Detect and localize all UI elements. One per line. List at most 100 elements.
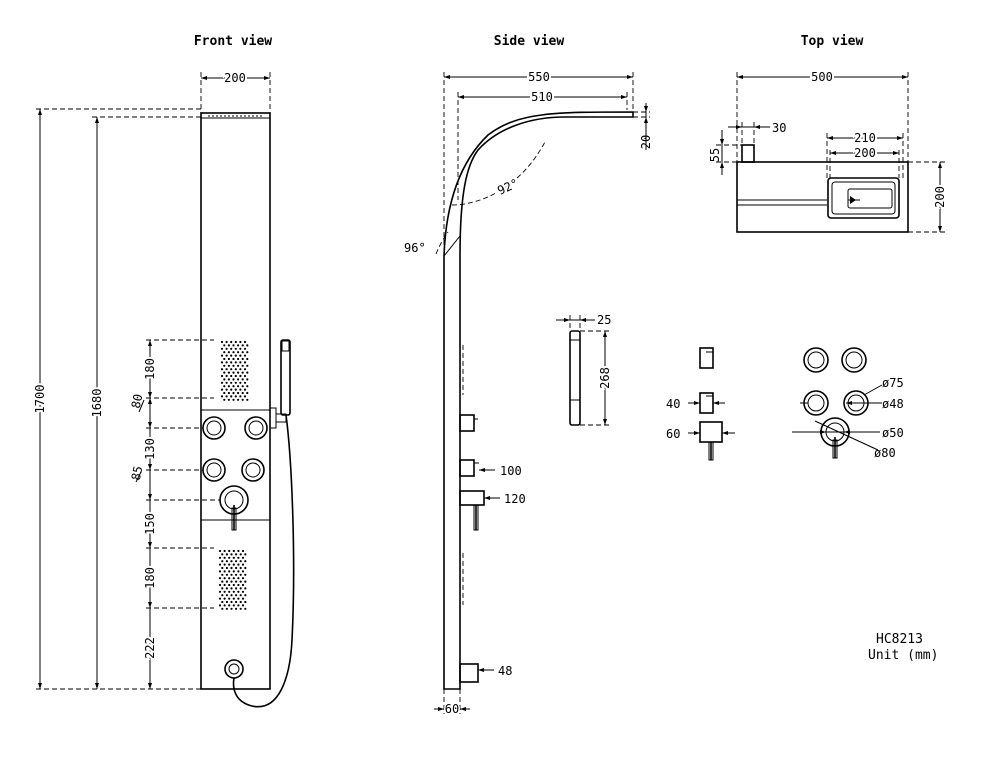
jet-nozzle bbox=[220, 395, 224, 398]
jet-nozzle bbox=[243, 340, 247, 344]
jet-nozzle bbox=[228, 577, 231, 580]
jet-nozzle bbox=[232, 590, 235, 593]
diverter-knob-right bbox=[244, 416, 268, 440]
jet-nozzle bbox=[220, 374, 224, 378]
jet-nozzle bbox=[239, 368, 242, 371]
jet-nozzle bbox=[241, 391, 244, 395]
side-knob-lower bbox=[459, 459, 475, 477]
jet-nozzle bbox=[225, 368, 228, 371]
dim-upper-jets: 180 bbox=[143, 358, 157, 380]
jet-nozzle bbox=[244, 553, 247, 556]
jet-nozzle bbox=[241, 357, 244, 361]
jet-nozzle bbox=[243, 381, 247, 384]
jet-nozzle bbox=[241, 549, 245, 553]
top-head-outline bbox=[736, 161, 909, 233]
diverter-knob-left bbox=[202, 416, 226, 440]
jet-nozzle bbox=[218, 570, 222, 573]
dim-upper-gap: 80 bbox=[129, 393, 146, 410]
jet-nozzle bbox=[239, 594, 242, 597]
jet-nozzle bbox=[230, 607, 233, 610]
dim-lower-gap: 85 bbox=[129, 465, 146, 482]
jet-nozzle bbox=[235, 560, 238, 563]
jet-nozzle bbox=[239, 354, 242, 357]
jet-nozzle bbox=[230, 361, 233, 364]
dim-rosette-outer: ø75 bbox=[882, 376, 904, 390]
knob-face-2 bbox=[841, 347, 867, 373]
dim-detail-lever-depth: 60 bbox=[666, 427, 680, 441]
jet-nozzle bbox=[237, 344, 240, 347]
jet-nozzle bbox=[241, 583, 245, 587]
jet-nozzle bbox=[223, 351, 226, 354]
jet-nozzle bbox=[223, 604, 226, 607]
jet-nozzle bbox=[225, 388, 228, 391]
jet-nozzle bbox=[232, 597, 235, 600]
dim-handset-width: 25 bbox=[597, 313, 611, 327]
jet-nozzle bbox=[221, 607, 224, 610]
dim-lever-depth: 120 bbox=[504, 492, 526, 506]
jet-nozzle bbox=[243, 395, 247, 398]
jet-nozzle bbox=[228, 556, 231, 559]
jet-nozzle bbox=[225, 594, 228, 597]
jet-nozzle bbox=[218, 583, 222, 587]
jet-nozzle bbox=[237, 391, 240, 395]
dim-total-height: 1700 bbox=[33, 385, 47, 414]
jet-nozzle bbox=[232, 583, 235, 587]
diverter-knob-mid-left bbox=[202, 458, 226, 482]
jet-nozzle bbox=[244, 566, 247, 570]
side-view-title: Side view bbox=[494, 34, 565, 49]
dim-tilt-angle: 96° bbox=[404, 241, 426, 255]
jet-nozzle bbox=[221, 573, 224, 576]
dim-lever-outer: ø80 bbox=[874, 446, 896, 460]
jet-nozzle bbox=[227, 371, 230, 374]
jet-nozzle bbox=[244, 560, 247, 563]
jet-nozzle bbox=[243, 347, 247, 350]
jet-nozzle bbox=[225, 560, 228, 563]
jet-nozzle bbox=[246, 364, 249, 367]
model-number: HC8213 bbox=[876, 632, 923, 647]
jet-nozzle bbox=[235, 600, 238, 604]
jet-nozzle bbox=[243, 354, 247, 357]
jet-nozzle bbox=[230, 566, 233, 570]
jet-nozzle bbox=[218, 556, 222, 559]
jet-nozzle bbox=[237, 351, 240, 354]
jet-nozzle bbox=[221, 594, 224, 597]
jet-nozzle bbox=[223, 364, 226, 367]
jet-nozzle bbox=[239, 374, 242, 378]
jet-nozzle bbox=[246, 385, 249, 388]
handset bbox=[280, 339, 291, 416]
jet-nozzle bbox=[218, 577, 222, 580]
jet-nozzle bbox=[235, 553, 238, 556]
jet-nozzle bbox=[228, 597, 231, 600]
front-view-title: Front view bbox=[194, 34, 272, 49]
jet-nozzle bbox=[223, 357, 226, 361]
jet-nozzle bbox=[244, 594, 247, 597]
jet-nozzle bbox=[243, 388, 247, 391]
jet-nozzle bbox=[221, 580, 224, 583]
jet-nozzle bbox=[234, 374, 237, 378]
jet-nozzle bbox=[246, 344, 249, 347]
jet-nozzle bbox=[241, 563, 245, 566]
jet-nozzle bbox=[220, 388, 224, 391]
jet-nozzle bbox=[234, 368, 237, 371]
jet-nozzle bbox=[241, 604, 245, 607]
jet-nozzle bbox=[220, 354, 224, 357]
jet-nozzle bbox=[241, 378, 244, 381]
jet-nozzle bbox=[223, 570, 226, 573]
jet-nozzle bbox=[244, 580, 247, 583]
jet-nozzle bbox=[241, 344, 244, 347]
jet-nozzle bbox=[230, 340, 233, 344]
jet-nozzle bbox=[227, 398, 230, 401]
dim-base-depth: 60 bbox=[445, 702, 459, 716]
jet-nozzle bbox=[239, 388, 242, 391]
jet-nozzle bbox=[246, 357, 249, 361]
jet-nozzle bbox=[228, 549, 231, 553]
jet-nozzle bbox=[223, 549, 226, 553]
jet-nozzle bbox=[241, 398, 244, 401]
lower-body-jets bbox=[218, 549, 247, 610]
jet-nozzle bbox=[230, 560, 233, 563]
jet-nozzle bbox=[241, 570, 245, 573]
dim-top-width: 500 bbox=[811, 70, 833, 84]
jet-nozzle bbox=[241, 597, 245, 600]
jet-nozzle bbox=[234, 395, 237, 398]
shower-hose bbox=[232, 414, 295, 708]
